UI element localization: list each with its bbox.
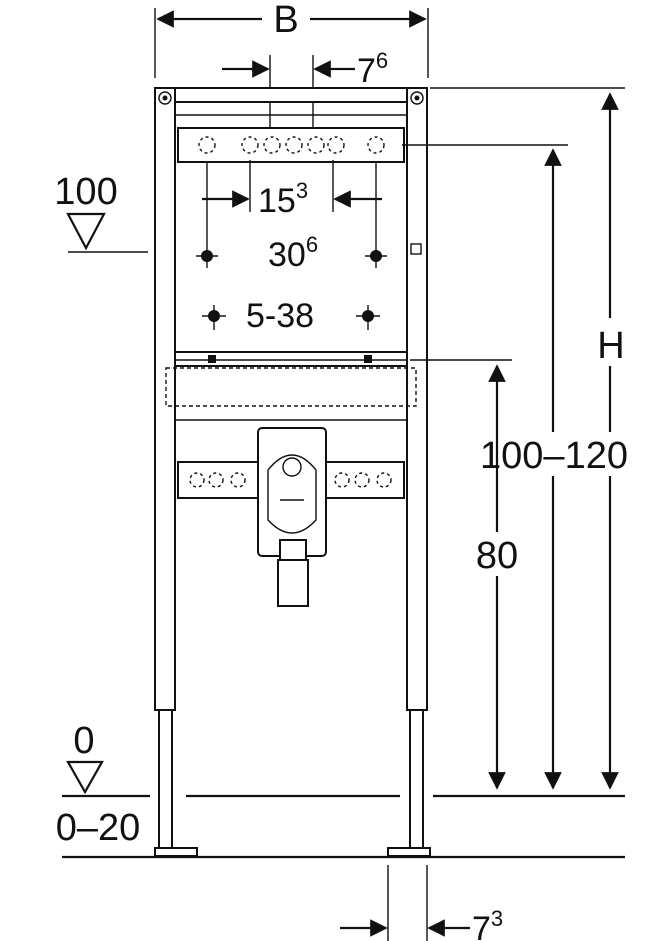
- spacing-label: 153: [258, 178, 308, 220]
- upper-mounting-plate: [177, 127, 405, 163]
- range-label: 5-38: [246, 297, 314, 335]
- frame-upright-left: [154, 87, 198, 857]
- drain-unit: [257, 427, 327, 607]
- level-100-label: 100: [54, 171, 117, 213]
- frame-upright-right: [387, 87, 431, 857]
- dimension-height-range: 100–120: [402, 144, 640, 790]
- floor-lines: 0–20: [56, 794, 625, 859]
- middle-crossbar: [165, 351, 417, 421]
- dimension-range: 5-38: [202, 297, 380, 335]
- floor-range-label: 0–20: [56, 807, 141, 849]
- dimension-height-80: 80: [410, 359, 524, 790]
- level-100-marker: 100: [54, 171, 148, 253]
- dimension-hole-spacing: 306: [196, 162, 387, 274]
- height-range-label: 100–120: [480, 435, 628, 477]
- hole-spacing-label: 306: [268, 232, 318, 274]
- top-offset-label: 76: [357, 48, 388, 90]
- height-label: H: [597, 325, 624, 367]
- level-0-label: 0: [73, 720, 94, 762]
- dimension-spacing: 153: [202, 160, 382, 220]
- width-label: B: [273, 0, 298, 41]
- dimension-bottom-offset: 73: [340, 865, 503, 941]
- bottom-offset-label: 73: [472, 906, 503, 941]
- level-0-marker: 0: [66, 720, 104, 795]
- dimension-top-offset: 76: [222, 48, 388, 130]
- dimension-width-b: B: [154, 0, 429, 78]
- height-80-label: 80: [476, 535, 518, 577]
- top-crossbar: [174, 87, 408, 116]
